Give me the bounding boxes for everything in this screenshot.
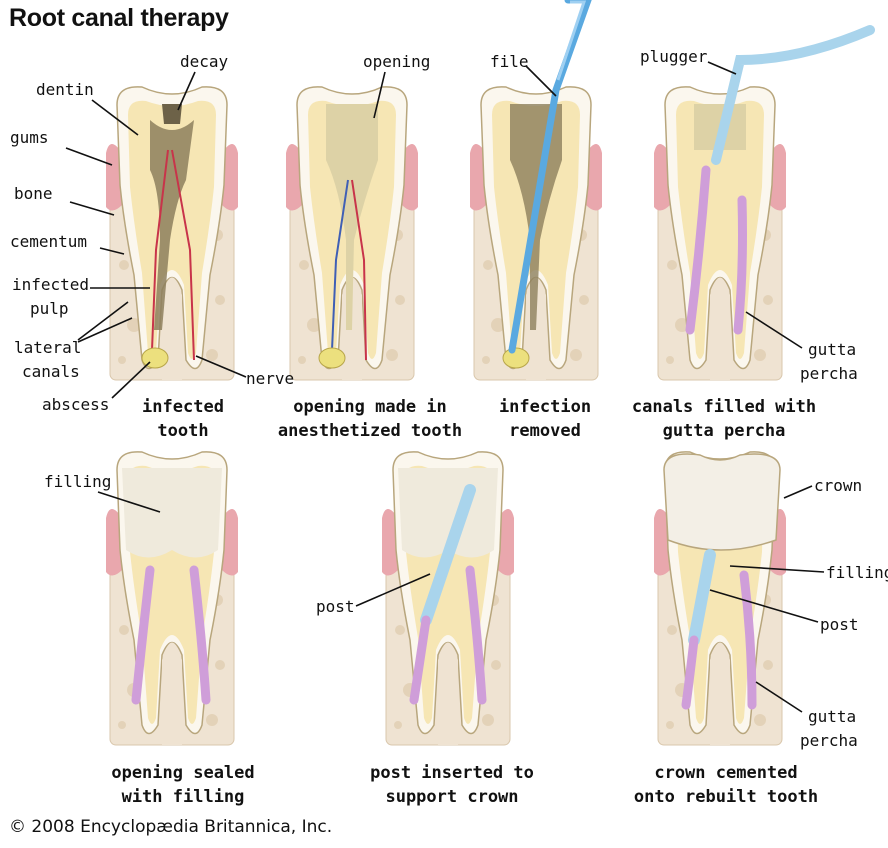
panel-opening-sealed — [105, 451, 239, 746]
label-gums: gums — [10, 128, 49, 147]
caption-infection-removed-line1: infection — [499, 397, 591, 417]
caption-opening-made-line2: anesthetized tooth — [278, 421, 462, 441]
caption-opening-made-line1: opening made in — [293, 397, 447, 417]
caption-post-inserted-line1: post inserted to — [370, 763, 534, 783]
label-infected-pulp-line1: infected — [12, 275, 89, 294]
caption-infection-removed-line2: removed — [509, 421, 581, 441]
label-nerve: nerve — [246, 369, 294, 388]
captions: infected tooth opening made in anestheti… — [111, 397, 818, 807]
label-lateral-canals-line1: lateral — [14, 338, 81, 357]
label-dentin: dentin — [36, 80, 94, 99]
panel-opening-made — [285, 86, 419, 381]
label-post-middle: post — [316, 597, 355, 616]
caption-canals-filled-line1: canals filled with — [632, 397, 816, 417]
labels: decay dentin gums bone cementum infected… — [10, 47, 888, 750]
diagram-title: Root canal therapy — [9, 4, 229, 32]
copyright-notice: © 2008 Encyclopædia Britannica, Inc. — [9, 817, 333, 837]
caption-post-inserted-line2: support crown — [385, 787, 518, 807]
caption-opening-sealed-line1: opening sealed — [111, 763, 254, 783]
label-gutta-percha-bottom-line1: gutta — [808, 707, 856, 726]
label-crown: crown — [814, 476, 862, 495]
label-file: file — [490, 52, 529, 71]
panel-infection-removed — [469, 0, 603, 381]
label-gutta-percha-bottom-line2: percha — [800, 731, 858, 750]
caption-crown-cemented-line2: onto rebuilt tooth — [634, 787, 818, 807]
label-cementum: cementum — [10, 232, 87, 251]
label-abscess: abscess — [42, 395, 109, 414]
label-bone: bone — [14, 184, 53, 203]
panel-infected-tooth — [105, 86, 239, 381]
caption-crown-cemented-line1: crown cemented — [654, 763, 797, 783]
label-gutta-percha-top-line2: percha — [800, 364, 858, 383]
label-infected-pulp-line2: pulp — [30, 299, 69, 318]
label-opening: opening — [363, 52, 430, 71]
panel-canals-filled — [653, 25, 875, 381]
label-filling-right: filling — [826, 563, 888, 582]
caption-canals-filled-line2: gutta percha — [663, 421, 786, 441]
panel-crown-cemented — [653, 451, 787, 746]
label-post-right: post — [820, 615, 859, 634]
caption-opening-sealed-line2: with filling — [122, 787, 245, 807]
label-filling-left: filling — [44, 472, 111, 491]
label-lateral-canals-line2: canals — [22, 362, 80, 381]
label-plugger: plugger — [640, 47, 708, 66]
panel-post-inserted — [381, 451, 515, 746]
caption-infected-tooth-line1: infected — [142, 397, 224, 417]
label-decay: decay — [180, 52, 229, 71]
label-gutta-percha-top-line1: gutta — [808, 340, 856, 359]
caption-infected-tooth-line2: tooth — [157, 421, 208, 441]
